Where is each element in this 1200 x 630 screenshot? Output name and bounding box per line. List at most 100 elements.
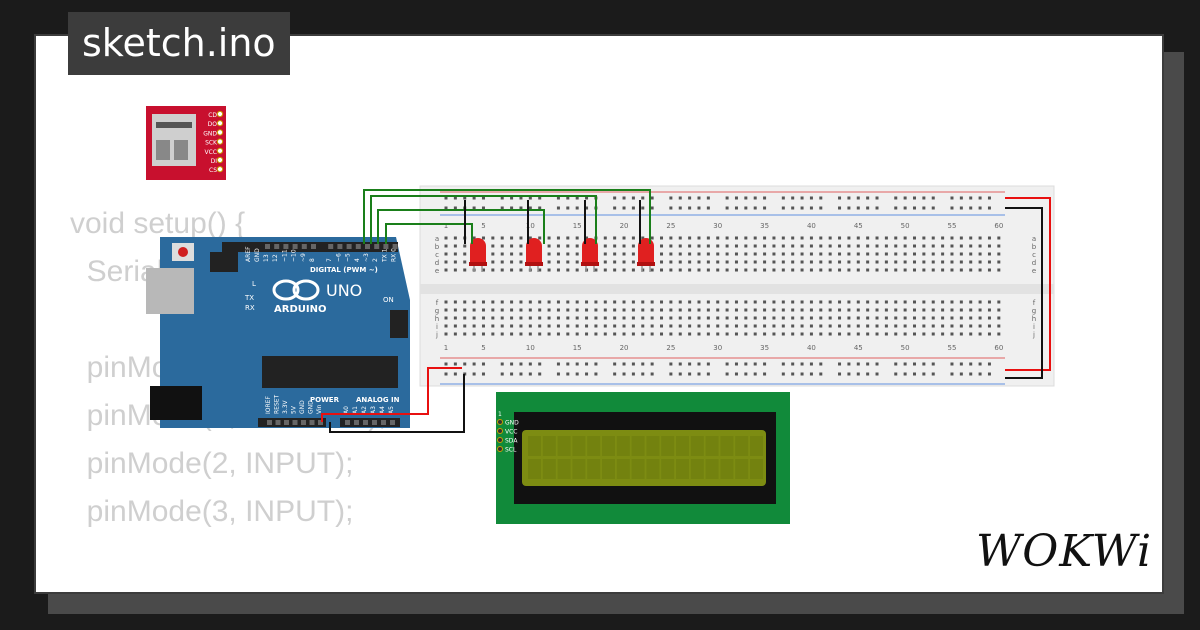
power-pin (284, 420, 289, 425)
svg-text:ARDUINO: ARDUINO (274, 304, 326, 315)
red-led[interactable] (581, 238, 599, 272)
lcd-char-cell (750, 459, 763, 479)
power-jack (150, 386, 202, 420)
power-pin (292, 420, 298, 425)
bb-row-label: c (435, 251, 439, 259)
lcd-char-cell (587, 459, 601, 479)
lcd-char-cell (631, 436, 645, 456)
svg-text:TX: TX (244, 294, 254, 302)
digital-pin (301, 244, 307, 249)
lcd-char-cell (705, 459, 719, 479)
board-model: UNO (326, 281, 362, 300)
lcd-char-cell (690, 459, 704, 479)
sd-pin (216, 110, 224, 118)
digital-pin (283, 244, 289, 249)
lcd-char-cell (646, 459, 660, 479)
lcd-char-cell (542, 436, 556, 456)
bb-col-label: 30 (713, 344, 722, 352)
analog-pin-label: A4 (379, 406, 386, 414)
digital-pin (346, 244, 352, 249)
digital-pin-label: 13 (263, 254, 270, 262)
bb-col-label: 5 (481, 222, 485, 230)
svg-text:ANALOG IN: ANALOG IN (356, 396, 400, 404)
power-pin (309, 420, 315, 425)
analog-pin (372, 420, 377, 425)
breadboard[interactable]: 1155101015152020252530303535404045455050… (419, 185, 1055, 387)
file-title: sketch.ino (68, 12, 290, 75)
lcd-char-cell (572, 459, 586, 479)
sd-pin-label: DO (208, 121, 218, 128)
bb-col-label: 45 (854, 222, 863, 230)
sd-pin (216, 129, 224, 136)
bb-row-label: g (1032, 307, 1036, 315)
svg-text:L: L (252, 280, 256, 288)
digital-pin (292, 244, 298, 249)
lcd-pin (497, 446, 503, 452)
power-header (258, 418, 326, 427)
bb-row-label: e (1032, 267, 1036, 275)
digital-pin (265, 244, 270, 249)
lcd-char-cell (616, 459, 630, 479)
bb-col-label: 1 (444, 222, 448, 230)
digital-pin-label: ~11 (281, 249, 288, 262)
bb-col-label: 60 (994, 344, 1003, 352)
power-pin (318, 420, 323, 425)
wires (321, 189, 1051, 433)
analog-pin-label: A3 (370, 406, 377, 414)
sd-pin-label: DI (211, 158, 218, 165)
digital-pin (274, 244, 280, 249)
lcd-char-cell (572, 436, 586, 456)
bb-col-label: 1 (444, 344, 448, 352)
digital-pin-label: 12 (272, 254, 279, 262)
bb-col-label: 60 (994, 222, 1003, 230)
lcd-char-cell (676, 459, 689, 479)
digital-pin-label: RX 0 (391, 248, 398, 262)
bb-row-label: j (435, 331, 438, 339)
pin-label: AREF (245, 246, 252, 262)
power-pin-label: RESET (274, 394, 281, 414)
lcd-char-cell (676, 436, 689, 456)
lcd-char-cell (542, 459, 556, 479)
lcd-char-cell (720, 459, 734, 479)
lcd-char-cell (602, 459, 615, 479)
lcd-char-cell (735, 436, 749, 456)
arduino-uno[interactable]: UNO ARDUINO DIGITAL (PWM ~) ON L TX RX P… (146, 237, 410, 428)
digital-pin (328, 244, 334, 249)
analog-pin-label: A0 (343, 406, 350, 414)
bb-row-label: f (1033, 299, 1036, 307)
sd-pin (216, 156, 224, 164)
bb-row-label: h (1032, 315, 1036, 323)
svg-text:DIGITAL (PWM ~): DIGITAL (PWM ~) (310, 266, 378, 274)
bb-row-label: i (436, 323, 438, 331)
power-pin-label: GND (299, 400, 306, 414)
lcd-char-cell (616, 436, 630, 456)
digital-pin (374, 244, 380, 249)
lcd-char-cell (705, 436, 719, 456)
bb-col-label: 20 (620, 344, 629, 352)
red-led[interactable] (637, 238, 655, 272)
bb-col-label: 50 (901, 222, 910, 230)
lcd-char-cell (528, 459, 541, 479)
power-pin-label: 5V (291, 405, 298, 414)
lcd-char-cell (735, 459, 749, 479)
analog-pin (390, 420, 395, 425)
red-led[interactable] (525, 238, 543, 272)
digital-pin-label: ~3 (363, 253, 370, 262)
bb-col-label: 25 (666, 222, 675, 230)
bb-col-label: 40 (807, 222, 816, 230)
red-led[interactable] (469, 238, 487, 272)
power-pin-label: GND (308, 400, 315, 414)
lcd-char-cell (720, 436, 734, 456)
digital-pin-label: 7 (326, 258, 333, 262)
analog-pin (354, 420, 359, 425)
analog-header (340, 418, 400, 427)
lcd-char-cell (557, 436, 571, 456)
analog-pin (381, 420, 386, 425)
lcd-pin-label: GND (505, 420, 519, 427)
sd-pin (216, 120, 224, 127)
lcd-pin-label: SCL (505, 447, 517, 454)
led-group (469, 238, 655, 272)
lcd-char-cell (587, 436, 601, 456)
